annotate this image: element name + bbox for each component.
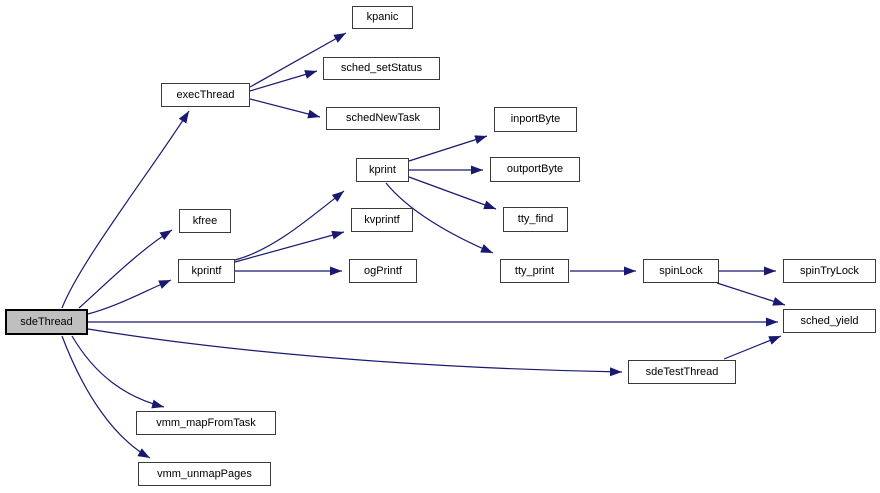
edge-kprintf-kprint xyxy=(234,190,345,261)
edge-execThread-schedNewTask xyxy=(249,98,321,119)
edge-sdeThread-vmm_unmapPages xyxy=(61,335,151,459)
node-vmm_unmapPages[interactable]: vmm_unmapPages xyxy=(138,462,271,486)
node-schedNewTask[interactable]: schedNewTask xyxy=(326,107,440,130)
edge-kprint-tty_find xyxy=(408,176,497,210)
node-tty_print[interactable]: tty_print xyxy=(500,259,569,283)
node-spinTryLock[interactable]: spinTryLock xyxy=(783,259,876,283)
edge-kprintf-kvprintf xyxy=(234,230,345,263)
edge-spinLock-sched_yield xyxy=(716,282,786,306)
node-spinLock[interactable]: spinLock xyxy=(643,259,719,283)
node-kvprintf[interactable]: kvprintf xyxy=(351,208,413,232)
edge-sdeThread-vmm_mapFromTask xyxy=(71,335,165,409)
node-kfree[interactable]: kfree xyxy=(179,209,231,233)
node-tty_find[interactable]: tty_find xyxy=(503,207,568,232)
edge-kprint-tty_print xyxy=(385,182,494,254)
edge-kprint-inportByte xyxy=(408,135,488,162)
node-kpanic[interactable]: kpanic xyxy=(352,6,413,29)
node-execThread[interactable]: execThread xyxy=(161,83,250,107)
node-outportByte[interactable]: outportByte xyxy=(490,157,580,182)
edge-sdeThread-execThread xyxy=(61,110,190,309)
node-inportByte[interactable]: inportByte xyxy=(494,107,577,132)
edge-execThread-sched_setStatus xyxy=(249,70,318,92)
edge-sdeThread-kfree xyxy=(78,229,173,309)
edge-sdeThread-sdeTestThread xyxy=(87,328,623,377)
node-sdeThread: sdeThread xyxy=(5,309,88,335)
edge-sdeThread-kprintf xyxy=(87,279,172,315)
edge-sdeTestThread-sched_yield xyxy=(723,335,782,360)
node-vmm_mapFromTask[interactable]: vmm_mapFromTask xyxy=(136,411,276,435)
node-sdeTestThread[interactable]: sdeTestThread xyxy=(628,360,736,384)
node-kprintf[interactable]: kprintf xyxy=(178,259,235,283)
node-sched_setStatus[interactable]: sched_setStatus xyxy=(323,57,440,80)
node-sched_yield[interactable]: sched_yield xyxy=(783,309,876,333)
node-ogPrintf[interactable]: ogPrintf xyxy=(349,259,417,283)
node-kprint[interactable]: kprint xyxy=(356,158,409,182)
edge-execThread-kpanic xyxy=(249,32,347,88)
